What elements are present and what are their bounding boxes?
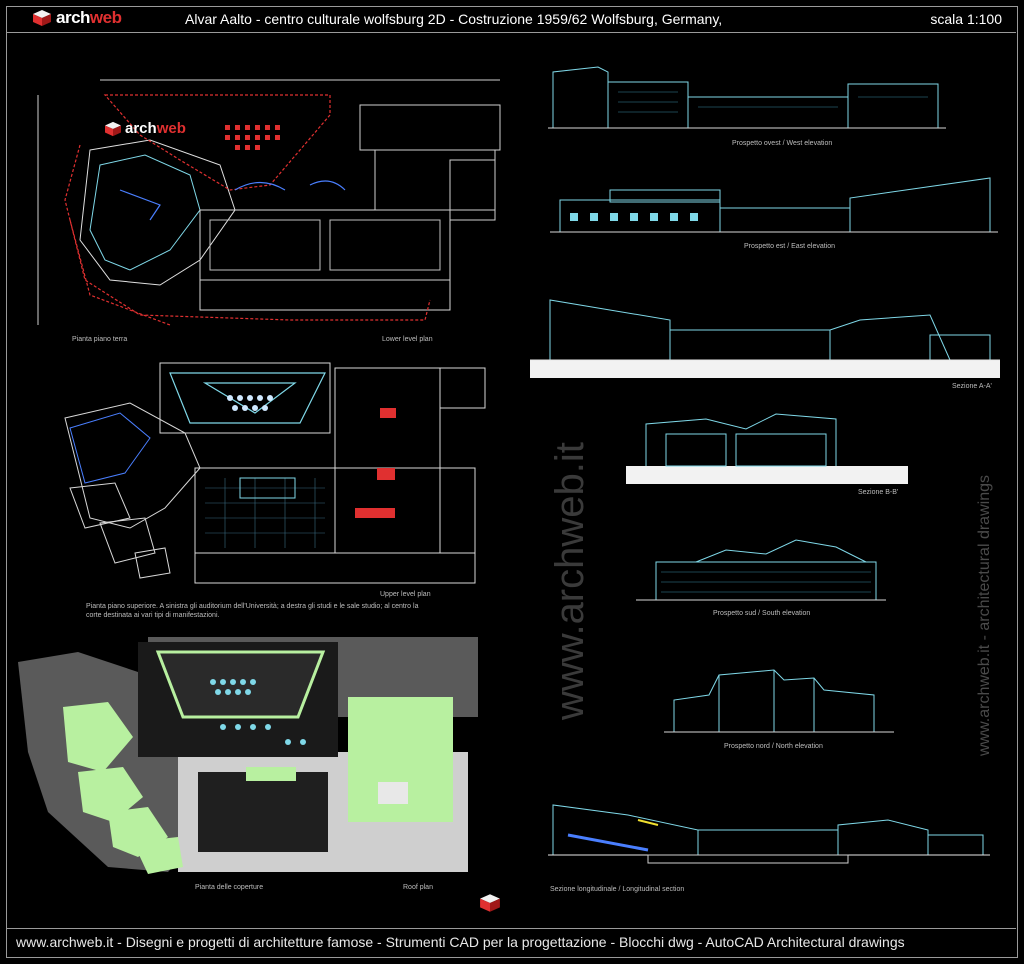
ground-floor-plan (37, 79, 501, 326)
footer-bar (6, 928, 1016, 957)
section-aa-caption: Sezione A-A' (952, 383, 992, 390)
cube-logo-icon (105, 121, 121, 136)
roof-plan (18, 637, 478, 874)
west-elevation (548, 66, 946, 129)
drawing-scale: scala 1:100 (930, 11, 1002, 27)
footer-text[interactable]: www.archweb.it - Disegni e progetti di a… (16, 934, 905, 950)
upper-floor-note-line2: corte destinata ai vari tipi di manifest… (86, 612, 220, 619)
center-watermark: www.archweb.it (548, 442, 592, 720)
south-elevation-caption: Prospetto sud / South elevation (713, 610, 811, 617)
section-aa (530, 299, 1000, 378)
east-elevation (550, 177, 998, 233)
north-elevation-caption: Prospetto nord / North elevation (724, 743, 823, 750)
archweb-logo[interactable]: archweb (32, 8, 122, 27)
title-bar (6, 6, 1016, 33)
section-bb-caption: Sezione B-B' (858, 489, 899, 496)
east-elevation-caption: Prospetto est / East elevation (744, 243, 836, 250)
upper-floor-note-line1: Pianta piano superiore. A sinistra gli a… (86, 603, 419, 610)
logo-wordmark: archweb (56, 8, 122, 27)
lower-level-caption: Lower level plan (382, 336, 433, 343)
cube-logo-icon (480, 894, 500, 912)
north-elevation (664, 669, 894, 733)
drawing-title: Alvar Aalto - centro culturale wolfsburg… (185, 11, 723, 27)
roof-caption-it: Pianta delle coperture (195, 884, 264, 891)
cube-logo-icon (33, 10, 51, 26)
side-watermark: www.archweb.it - architectural drawings (976, 475, 993, 756)
longitudinal-section (548, 804, 990, 864)
west-elevation-caption: Prospetto ovest / West elevation (732, 140, 833, 147)
upper-level-caption: Upper level plan (380, 591, 431, 598)
upper-floor-plan (64, 362, 486, 584)
longitudinal-section-caption: Sezione longitudinale / Longitudinal sec… (550, 886, 685, 893)
roof-caption-en: Roof plan (403, 884, 433, 891)
ground-floor-caption: Pianta piano terra (72, 336, 128, 343)
south-elevation (636, 539, 886, 601)
inline-archweb-logo: archweb (104, 120, 186, 137)
section-bb (626, 413, 908, 484)
drawing-frame (6, 6, 1018, 958)
